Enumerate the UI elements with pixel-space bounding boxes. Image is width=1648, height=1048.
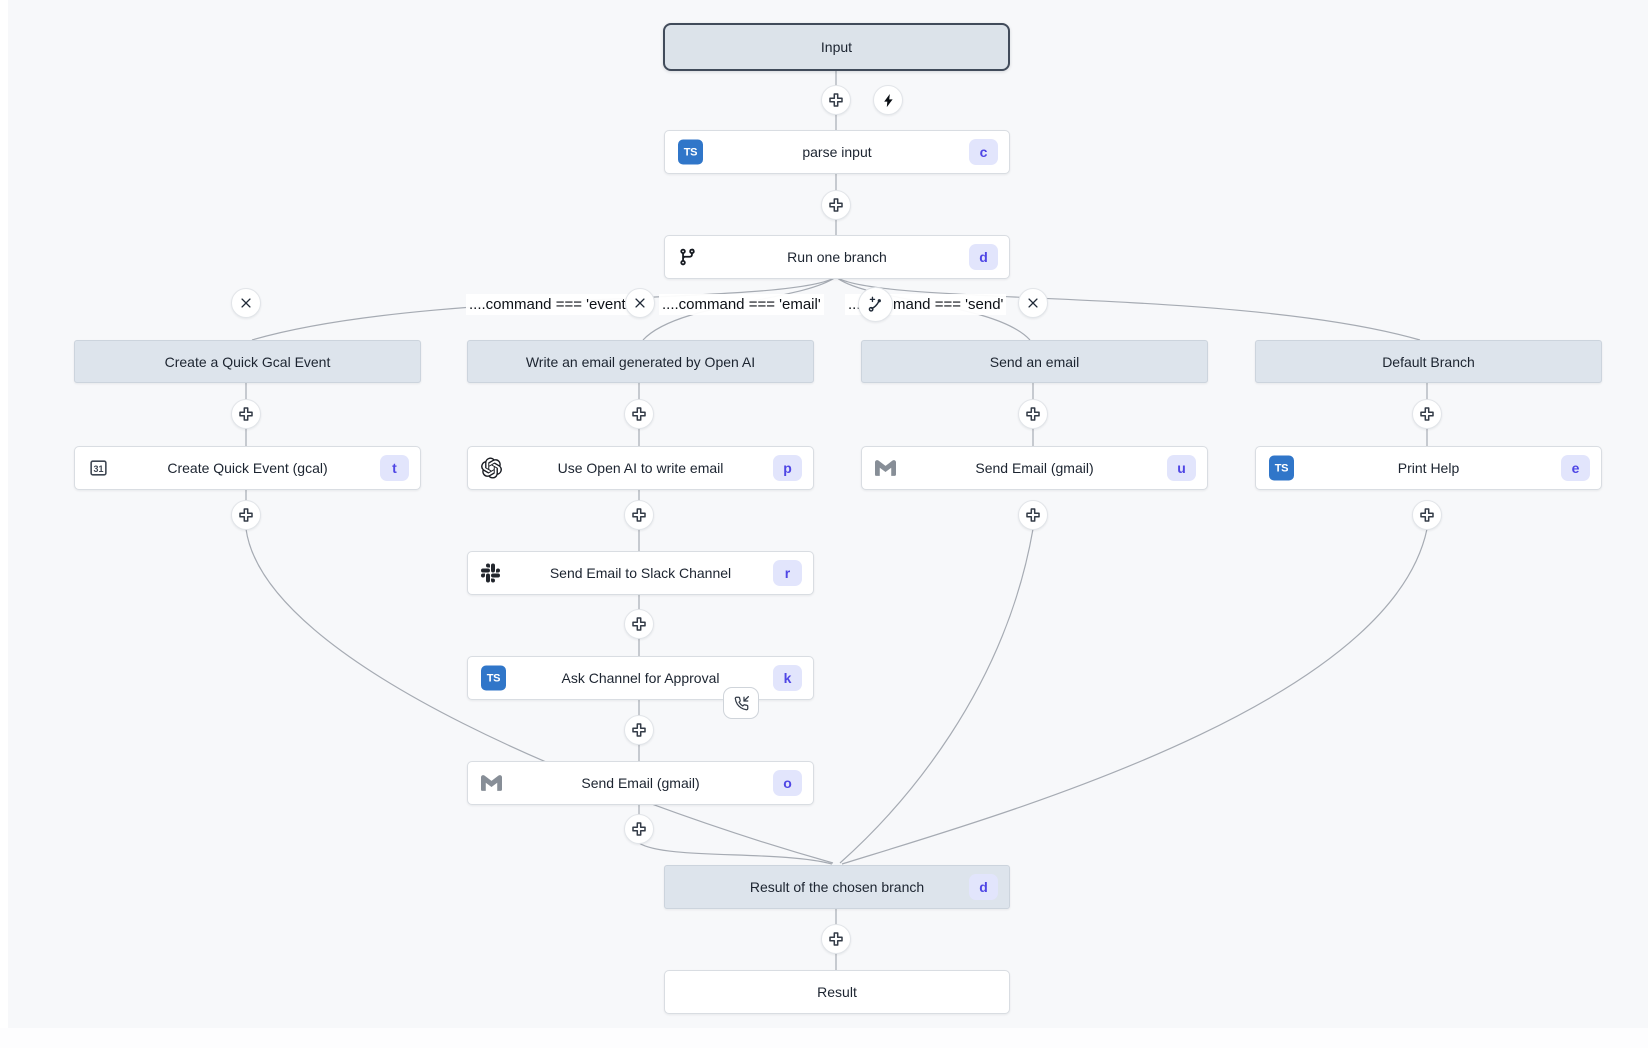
result-node[interactable]: Result (664, 970, 1010, 1014)
step-node-print-help[interactable]: TS Print Help e (1255, 446, 1602, 490)
step-id-badge: e (1561, 455, 1590, 481)
phone-incoming-icon (734, 695, 749, 710)
insert-step-button[interactable] (624, 500, 654, 530)
insert-step-button[interactable] (1412, 399, 1442, 429)
branch-header-label: Send an email (989, 353, 1080, 370)
canvas-edge-left (0, 0, 8, 1048)
step-node-openai-write-email[interactable]: Use Open AI to write email p (467, 446, 814, 490)
insert-step-button[interactable] (231, 500, 261, 530)
close-icon (635, 298, 645, 308)
plus-icon (1026, 508, 1040, 522)
branch-header-default[interactable]: Default Branch (1255, 340, 1602, 383)
insert-step-button[interactable] (821, 85, 851, 115)
step-label: parse input (802, 144, 872, 160)
plus-icon (632, 822, 646, 836)
gmail-icon (875, 460, 896, 476)
insert-step-button[interactable] (624, 399, 654, 429)
branch-condition-email: ....command === 'email' (659, 294, 824, 315)
branch-header-label: Write an email generated by Open AI (525, 353, 756, 370)
step-label: Send Email (gmail) (975, 460, 1094, 476)
step-id-badge: d (969, 874, 998, 900)
plus-icon (239, 508, 253, 522)
step-id-badge: d (969, 244, 998, 270)
plus-icon (1420, 508, 1434, 522)
step-label: Send Email to Slack Channel (549, 565, 732, 581)
plus-icon (632, 723, 646, 737)
step-label: Send Email (gmail) (581, 775, 700, 791)
insert-step-button[interactable] (231, 399, 261, 429)
trigger-button[interactable] (873, 85, 903, 115)
typescript-icon: TS (1269, 455, 1294, 481)
step-label: Run one branch (787, 249, 887, 265)
gmail-icon (481, 775, 502, 791)
close-icon (1028, 298, 1038, 308)
result-node-label: Result (817, 984, 857, 1000)
insert-step-button[interactable] (821, 924, 851, 954)
step-id-badge: k (773, 665, 802, 691)
step-node-create-quick-event[interactable]: 31 Create Quick Event (gcal) t (74, 446, 421, 490)
svg-text:31: 31 (94, 464, 104, 474)
insert-step-button[interactable] (624, 814, 654, 844)
input-node[interactable]: Input (663, 23, 1010, 71)
step-node-send-email-gmail-2[interactable]: Send Email (gmail) o (467, 761, 814, 805)
step-id-badge: u (1167, 455, 1196, 481)
step-node-run-one-branch[interactable]: Run one branch d (664, 235, 1010, 279)
typescript-icon: TS (481, 665, 506, 691)
insert-step-button[interactable] (1018, 500, 1048, 530)
step-id-badge: c (969, 139, 998, 165)
insert-step-button[interactable] (1018, 399, 1048, 429)
slack-icon (481, 563, 500, 583)
step-label: Ask Channel for Approval (561, 670, 720, 686)
typescript-icon: TS (678, 139, 703, 165)
step-label: Use Open AI to write email (557, 460, 724, 476)
plus-icon (829, 93, 843, 107)
plus-icon (829, 198, 843, 212)
suspend-approval-button[interactable] (723, 687, 759, 719)
insert-step-button[interactable] (821, 190, 851, 220)
openai-icon (481, 457, 502, 479)
git-branch-icon (680, 248, 695, 266)
step-node-send-email-slack[interactable]: Send Email to Slack Channel r (467, 551, 814, 595)
branch-header-label: Create a Quick Gcal Event (164, 353, 331, 370)
step-label: Create Quick Event (gcal) (167, 460, 328, 476)
remove-branch-button[interactable] (231, 288, 261, 318)
plus-icon (829, 932, 843, 946)
step-node-ask-channel-approval[interactable]: TS Ask Channel for Approval k (467, 656, 814, 700)
step-node-send-email-gmail[interactable]: Send Email (gmail) u (861, 446, 1208, 490)
input-node-label: Input (820, 39, 853, 55)
branch-condition-event: ....command === 'event' (466, 294, 632, 315)
insert-step-button[interactable] (624, 715, 654, 745)
insert-step-button[interactable] (624, 609, 654, 639)
branch-result-label: Result of the chosen branch (749, 879, 925, 895)
plus-icon (1026, 407, 1040, 421)
step-id-badge: o (773, 770, 802, 796)
step-id-badge: t (380, 455, 409, 481)
remove-branch-button[interactable] (1018, 288, 1048, 318)
close-icon (241, 298, 251, 308)
gcal-calendar-icon: 31 (90, 460, 107, 476)
step-node-parse-input[interactable]: TS parse input c (664, 130, 1010, 174)
branch-header-openai-email[interactable]: Write an email generated by Open AI (467, 340, 814, 383)
plus-icon (632, 617, 646, 631)
branch-header-gcal[interactable]: Create a Quick Gcal Event (74, 340, 421, 383)
branch-header-label: Default Branch (1382, 353, 1475, 370)
step-label: Print Help (1397, 460, 1460, 476)
plus-icon (239, 407, 253, 421)
step-id-badge: r (773, 560, 802, 586)
insert-step-button[interactable] (1412, 500, 1442, 530)
plus-icon (1420, 407, 1434, 421)
add-branch-icon (868, 296, 881, 312)
canvas-edge-bottom (0, 1028, 1648, 1048)
plus-icon (632, 407, 646, 421)
step-id-badge: p (773, 455, 802, 481)
plus-icon (632, 508, 646, 522)
branch-header-send-email[interactable]: Send an email (861, 340, 1208, 383)
add-branch-button[interactable] (858, 287, 893, 322)
lightning-icon (883, 93, 893, 107)
branch-result-node[interactable]: Result of the chosen branch d (664, 865, 1010, 909)
remove-branch-button[interactable] (625, 288, 655, 318)
